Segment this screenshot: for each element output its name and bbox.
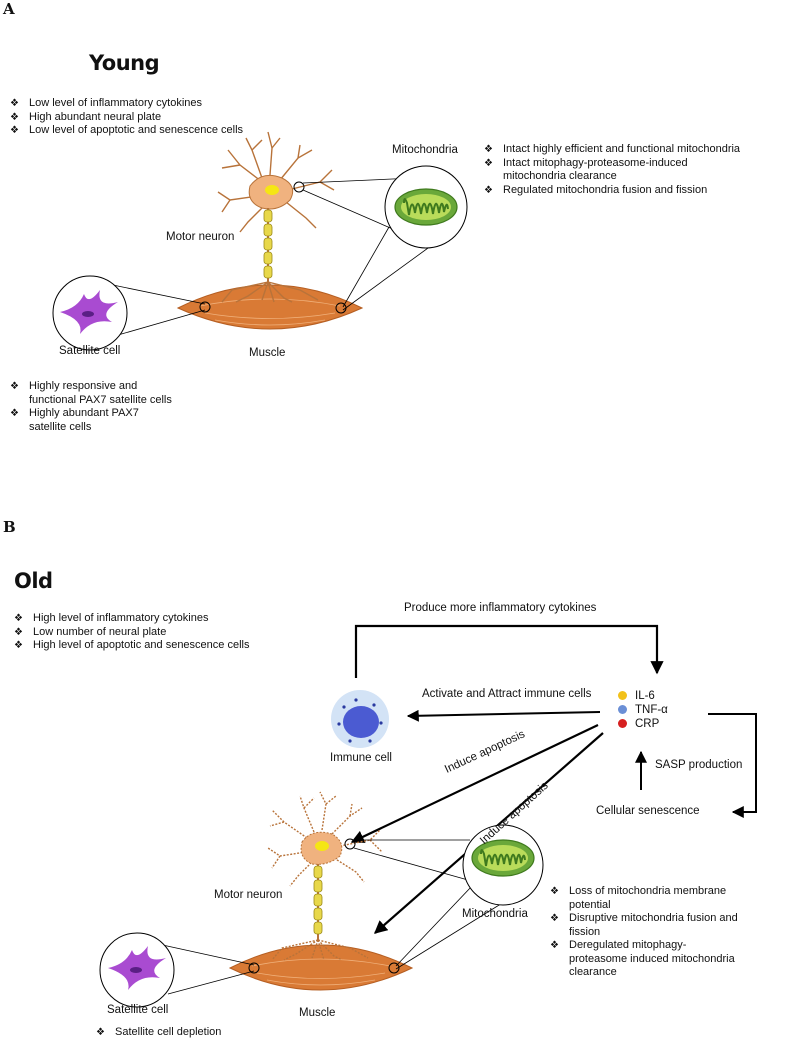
immune-cell-icon	[331, 690, 389, 748]
list-item: High level of inflammatory cytokines	[14, 612, 249, 626]
sasp-production-label: SASP production	[655, 759, 743, 771]
crp-dot-icon	[618, 719, 627, 728]
young-mitochondrion-icon	[394, 188, 458, 226]
list-item: Intact highly efficient and functional m…	[484, 143, 740, 157]
activate-immune-arrow	[406, 709, 601, 722]
list-item: High abundant neural plate	[10, 111, 243, 125]
old-summary-list: High level of inflammatory cytokines Low…	[14, 612, 249, 653]
old-satellite-features-list: Satellite cell depletion	[96, 1026, 221, 1040]
cellular-senescence-label: Cellular senescence	[596, 805, 700, 817]
young-satellite-cell-label: Satellite cell	[59, 345, 121, 357]
list-item: Disruptive mitochondria fusion andfissio…	[550, 912, 738, 939]
cytokine-il6: IL-6	[618, 689, 668, 703]
list-item: Low number of neural plate	[14, 626, 249, 640]
produce-cytokines-arrow	[354, 624, 664, 678]
il6-dot-icon	[618, 691, 627, 700]
list-item: Low level of inflammatory cytokines	[10, 97, 243, 111]
list-item: Satellite cell depletion	[96, 1026, 221, 1040]
senescence-loop-arrow	[708, 713, 757, 818]
activate-immune-label: Activate and Attract immune cells	[422, 688, 592, 700]
old-muscle-sat-marker	[248, 962, 260, 974]
panel-b-letter: B	[3, 518, 16, 536]
list-item: Low level of apoptotic and senescence ce…	[10, 124, 243, 138]
panel-a-title: Young	[89, 51, 160, 75]
young-muscle-mito-marker	[335, 302, 347, 314]
young-mitochondria-label: Mitochondria	[392, 144, 458, 156]
young-neuron-zoom-marker	[293, 181, 305, 193]
old-zoom-connectors	[157, 839, 513, 995]
produce-cytokines-label: Produce more inflammatory cytokines	[404, 602, 597, 614]
young-motor-neuron	[217, 131, 335, 303]
old-motor-neuron	[267, 791, 383, 961]
young-summary-list: Low level of inflammatory cytokines High…	[10, 97, 243, 138]
induce-apoptosis-neuron-arrow	[350, 724, 599, 843]
list-item: Deregulated mitophagy-proteasome induced…	[550, 939, 738, 980]
old-satellite-cell-label: Satellite cell	[107, 1004, 169, 1016]
panel-a-letter: A	[3, 0, 15, 18]
cytokine-tnf: TNF-α	[618, 703, 668, 717]
old-mitochondria-label: Mitochondria	[462, 908, 528, 920]
panel-b-title: Old	[14, 569, 53, 593]
old-axon-myelin	[313, 865, 323, 935]
old-motor-neuron-label: Motor neuron	[214, 889, 283, 901]
old-muscle-mito-marker	[388, 962, 400, 974]
cytokine-crp: CRP	[618, 717, 668, 731]
old-neuron-zoom-marker	[344, 838, 356, 850]
old-mitochondrion-icon	[471, 839, 535, 877]
list-item: Regulated mitochondria fusion and fissio…	[484, 184, 740, 198]
list-item: Intact mitophagy-proteasome-inducedmitoc…	[484, 157, 740, 184]
young-motor-neuron-label: Motor neuron	[166, 231, 235, 243]
list-item: High level of apoptotic and senescence c…	[14, 639, 249, 653]
tnf-dot-icon	[618, 705, 627, 714]
young-mito-features-list: Intact highly efficient and functional m…	[484, 143, 740, 197]
old-muscle-label: Muscle	[299, 1007, 336, 1019]
young-muscle	[176, 284, 364, 330]
young-axon-myelin	[263, 209, 273, 279]
young-muscle-label: Muscle	[249, 347, 286, 359]
cytokine-legend: IL-6 TNF-α CRP	[618, 689, 668, 731]
young-muscle-sat-marker	[199, 301, 211, 313]
immune-cell-label: Immune cell	[330, 752, 392, 764]
